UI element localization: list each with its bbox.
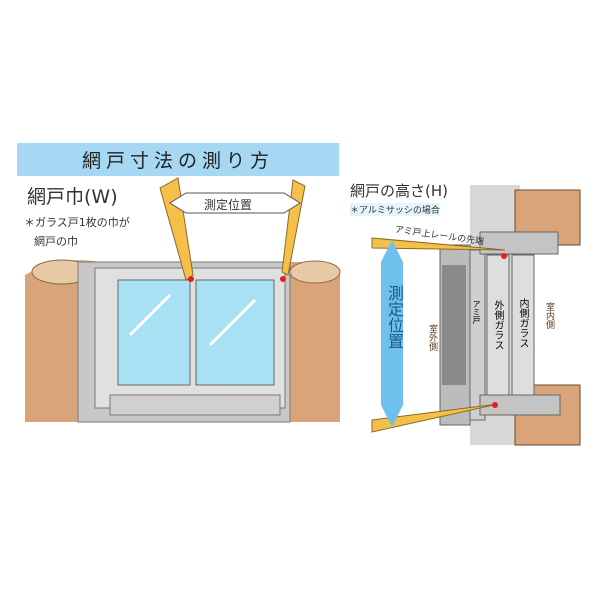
width-measure-label: 測定位置 [204, 198, 253, 212]
outdoor-label: 室外側 [427, 324, 437, 351]
height-measure-label: 測定位置 [385, 285, 404, 349]
height-heading: 網戸の高さ(H) [350, 182, 448, 200]
width-heading: 網戸巾(W) [27, 186, 118, 208]
page-title: 網戸寸法の測り方 [17, 143, 339, 176]
window-illustration [25, 259, 341, 423]
width-measure-arrow [169, 192, 301, 214]
inner-glass-label: 内側ガラス [517, 298, 528, 348]
width-note-line2: 網戸の巾 [34, 235, 78, 248]
height-measure-arrow [381, 240, 403, 427]
sash-cross-section [439, 185, 581, 446]
indoor-label: 室内側 [544, 302, 554, 329]
outer-glass-label: 外側ガラス [492, 300, 503, 350]
height-note: ＊アルミサッシの場合 [350, 203, 440, 216]
bottom-rail-pointer-arrow [371, 403, 499, 433]
screen-label: アミ戸 [472, 300, 481, 324]
top-rail-pointer-arrow [371, 237, 506, 251]
width-note-line1: ＊ガラス戸1枚の巾が [24, 216, 130, 229]
left-pointer-arrow-1 [159, 177, 194, 281]
